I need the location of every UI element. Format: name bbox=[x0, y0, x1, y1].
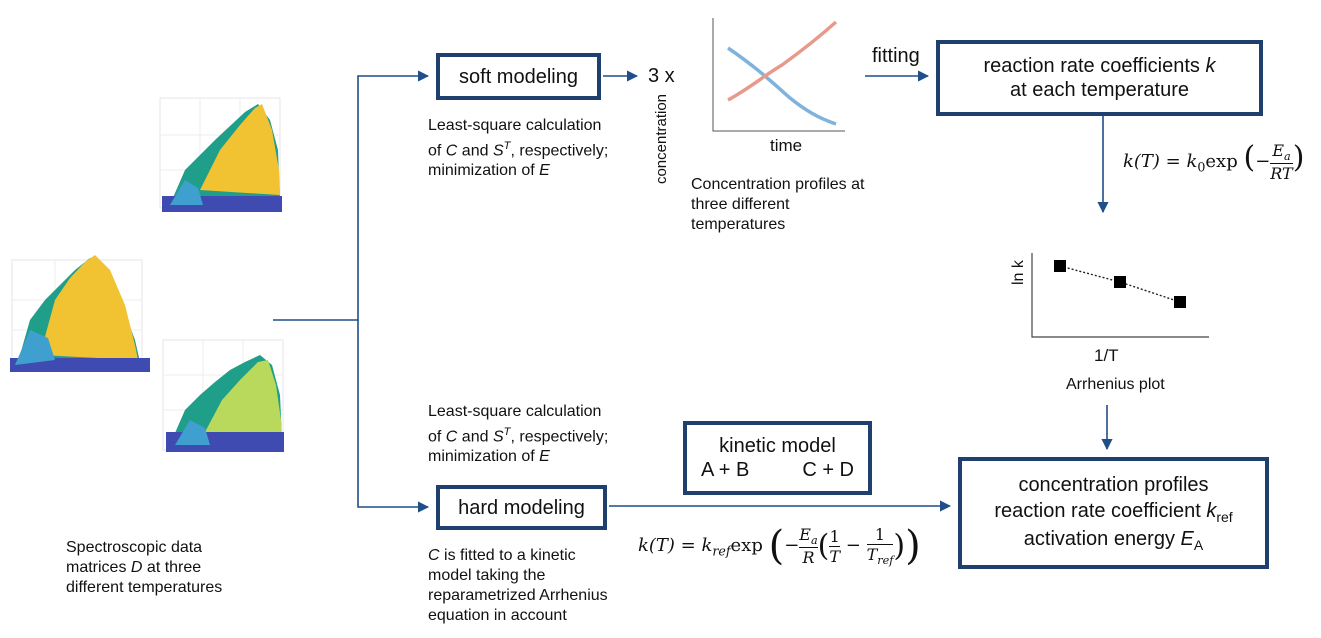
concentration-plot bbox=[712, 18, 845, 132]
split-connector bbox=[273, 70, 430, 321]
result-box[interactable]: concentration profiles reaction rate coe… bbox=[958, 457, 1269, 569]
soft-modeling-box[interactable]: soft modeling bbox=[436, 53, 601, 100]
hard-modeling-note-top: Least-square calculation of C and ST, re… bbox=[428, 403, 609, 466]
fitting-label: fitting bbox=[872, 45, 920, 67]
arrhenius-trendline bbox=[1059, 265, 1181, 303]
inverse-temperature-axis-label: 1/T bbox=[1094, 346, 1119, 365]
hard-modeling-note-bottom: C is fitted to a kinetic model taking th… bbox=[428, 547, 608, 624]
decreasing-profile-curve bbox=[727, 46, 837, 126]
spectroscopic-surface-2 bbox=[159, 97, 282, 212]
kinetic-model-title: kinetic model bbox=[719, 435, 836, 457]
spectroscopic-caption: Spectroscopic data matrices D at three d… bbox=[66, 539, 223, 596]
spectroscopic-surface-1 bbox=[10, 255, 150, 372]
concentration-axes bbox=[712, 18, 845, 132]
arrhenius-plot bbox=[1031, 253, 1209, 338]
rate-coefficients-box[interactable]: reaction rate coefficients k at each tem… bbox=[936, 40, 1263, 116]
hard-modeling-box[interactable]: hard modeling bbox=[436, 485, 607, 530]
arrhenius-axes bbox=[1031, 253, 1209, 338]
concentration-caption: Concentration profiles at three differen… bbox=[691, 176, 865, 233]
hard-modeling-label: hard modeling bbox=[458, 496, 585, 519]
soft-modeling-note: Least-square calculation of C and ST, re… bbox=[428, 117, 609, 180]
arrhenius-data-point bbox=[1054, 260, 1066, 272]
concentration-axis-label: concentration bbox=[653, 93, 670, 185]
multiplier-label: 3 x bbox=[648, 65, 675, 87]
reactants: A + B bbox=[701, 459, 750, 481]
kinetic-model-box[interactable]: kinetic model A + B C + D bbox=[683, 421, 872, 495]
arrhenius-data-point bbox=[1174, 296, 1186, 308]
split-connector-lower bbox=[357, 320, 430, 513]
increasing-profile-curve bbox=[727, 20, 838, 102]
arrhenius-data-point bbox=[1114, 276, 1126, 288]
arrhenius-caption: Arrhenius plot bbox=[1066, 376, 1165, 393]
spectroscopic-surface-3 bbox=[162, 339, 284, 452]
products: C + D bbox=[802, 459, 854, 481]
soft-modeling-label: soft modeling bbox=[459, 65, 578, 88]
ln-k-axis-label: ln k bbox=[1010, 260, 1027, 285]
time-axis-label: time bbox=[770, 136, 803, 155]
